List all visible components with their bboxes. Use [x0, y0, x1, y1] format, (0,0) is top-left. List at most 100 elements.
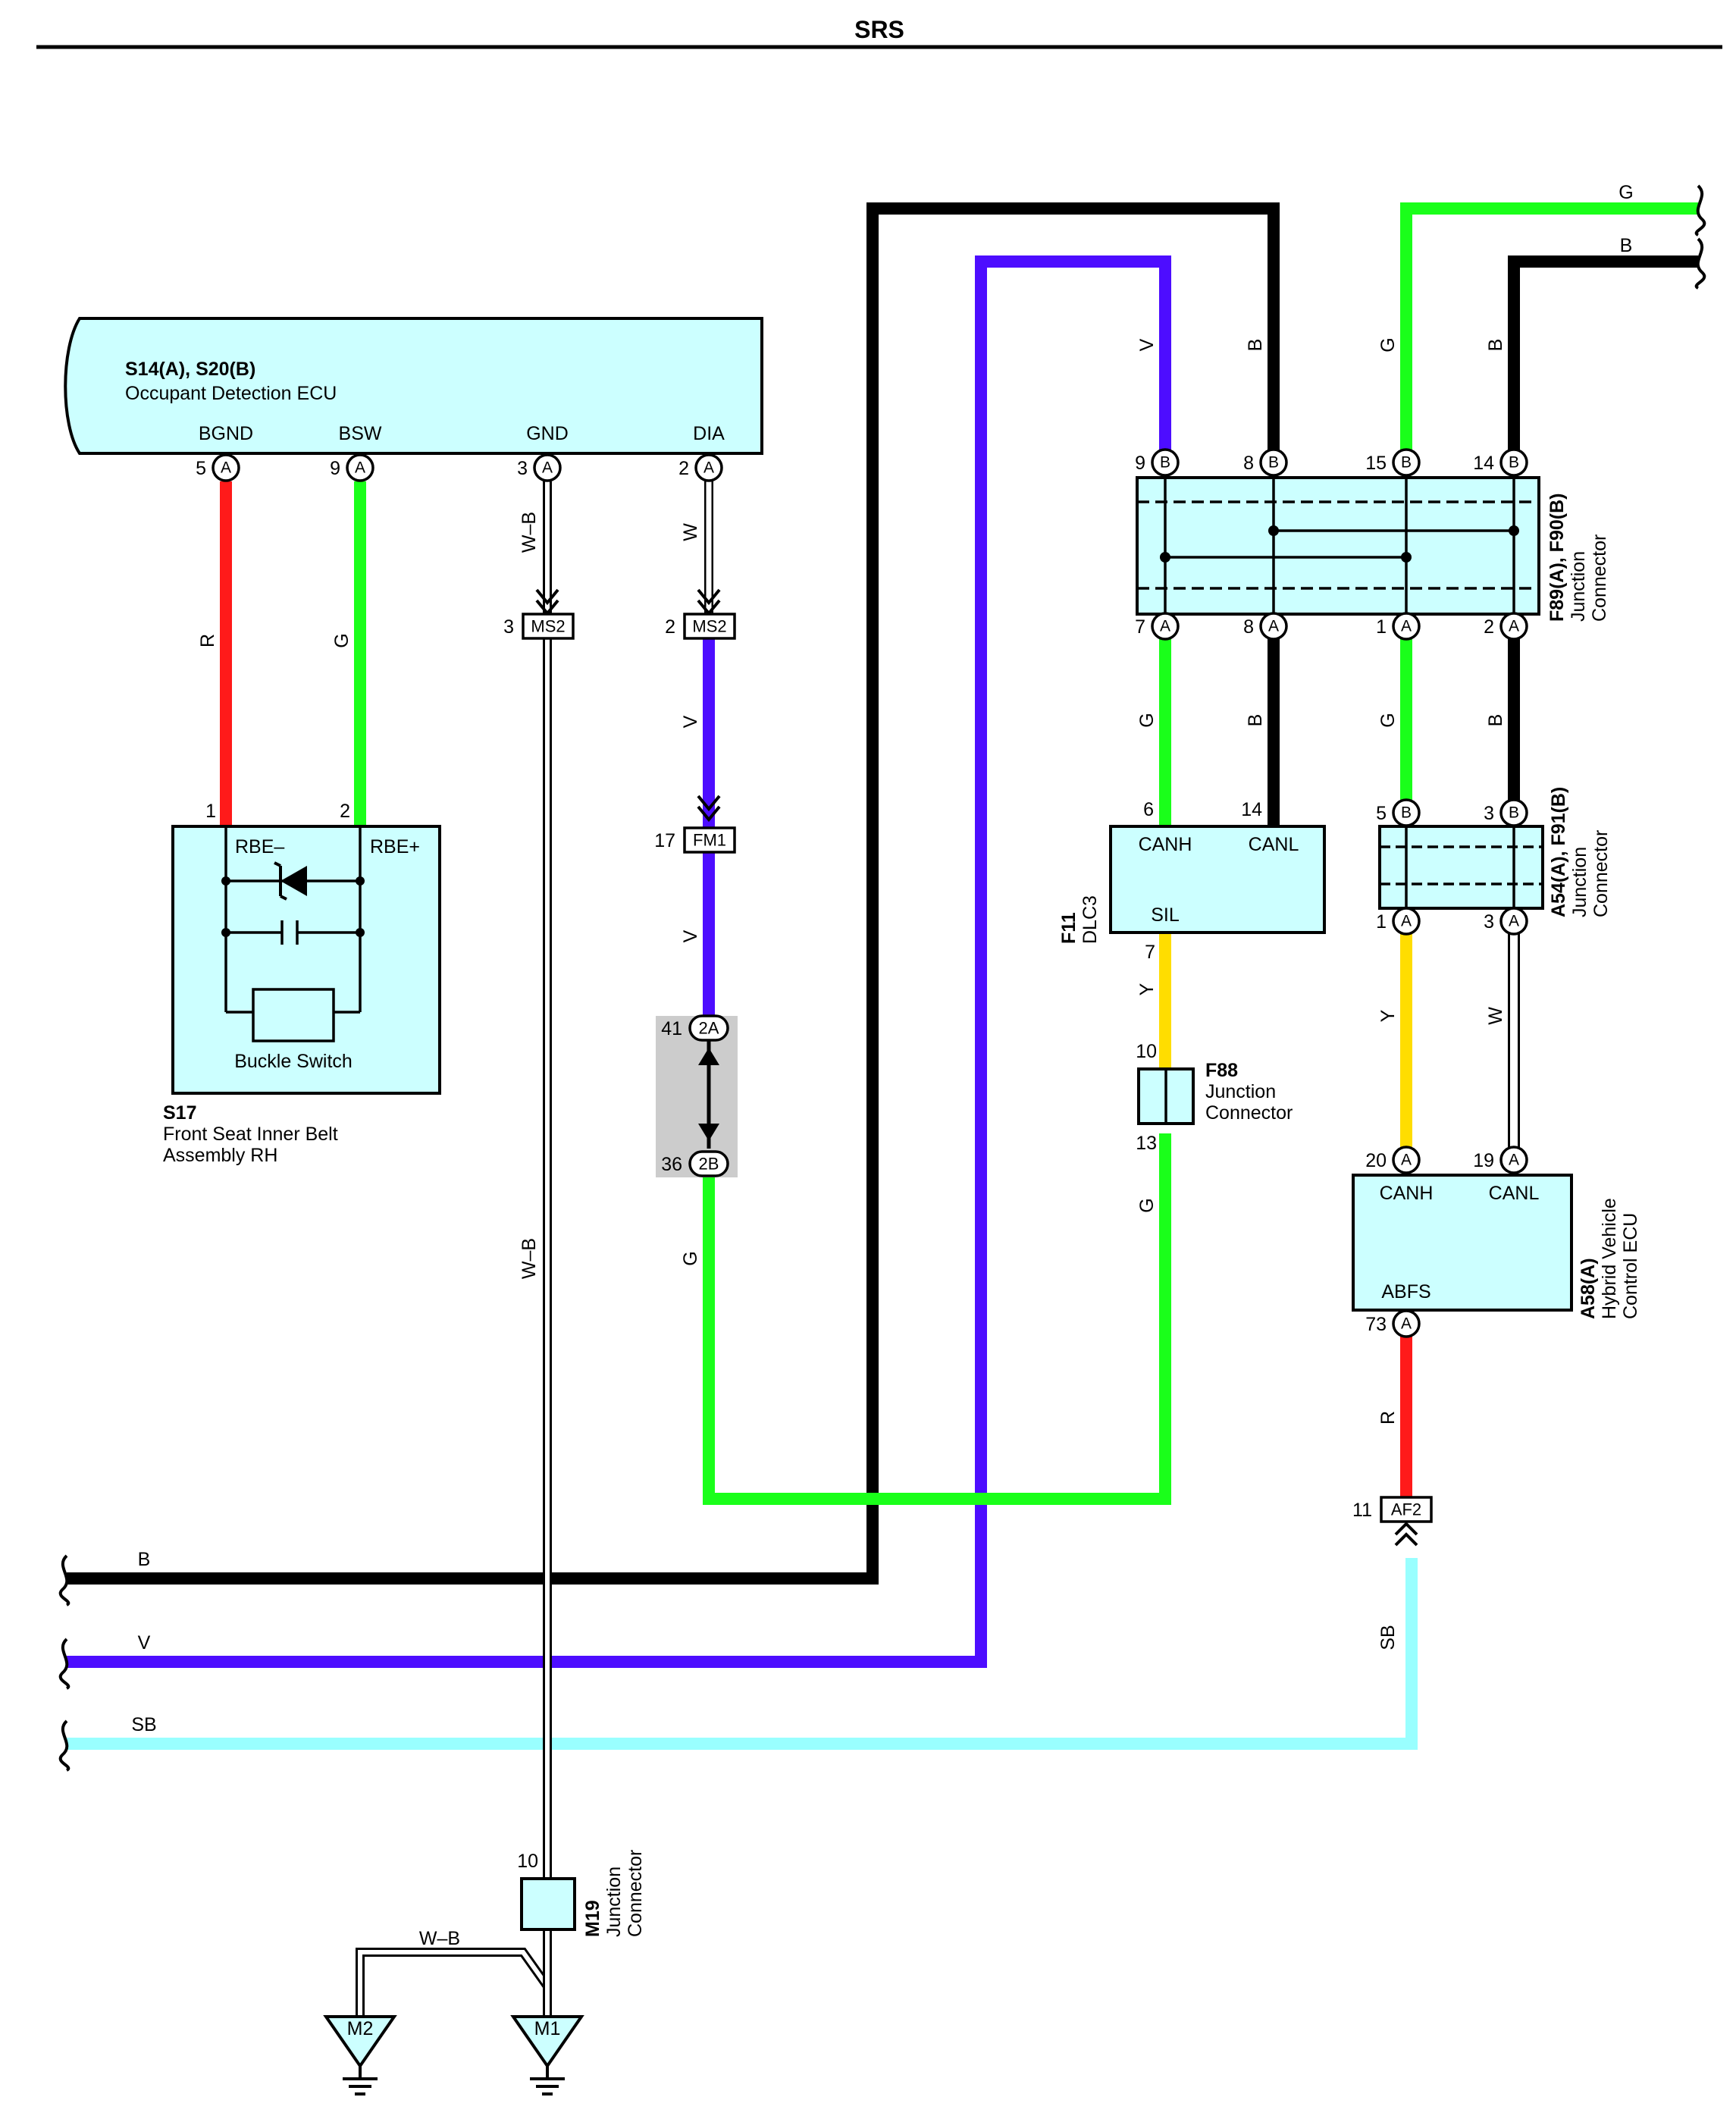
occupant-ecu-code: S14(A), S20(B): [125, 359, 255, 380]
ground-m2: M2: [323, 2015, 397, 2095]
wire-label-abfs-r: R: [1377, 1411, 1399, 1425]
occupant-detection-ecu-box: [64, 317, 763, 455]
splice-2a-2b: 2A 41 2B 36: [656, 1014, 738, 1177]
wire-b-top-right: [1508, 255, 1698, 462]
wire-label-a54-y: Y: [1377, 1009, 1399, 1022]
hybrid-ecu-name-line1: Hybrid Vehicle: [1599, 1198, 1620, 1319]
wire-wb-ground-m2-inner: [358, 1950, 550, 2017]
dlc3-terminal-canh: CANH: [1139, 834, 1192, 855]
occupant-ecu-pin-dia: A 2: [678, 453, 723, 482]
wire-label-f89-out-b2: B: [1485, 714, 1506, 727]
svg-text:A: A: [1509, 1152, 1519, 1169]
occupant-ecu-terminal-dia: DIA: [693, 423, 725, 444]
svg-text:M2: M2: [347, 2018, 374, 2039]
wire-label-v-upper: V: [680, 715, 701, 728]
f89-bottom-pin-8: A 8: [1243, 612, 1288, 641]
wire-label-top-right-b: B: [1620, 235, 1633, 256]
f89-top-pin-15: B 15: [1365, 448, 1421, 477]
svg-text:A: A: [355, 459, 365, 477]
wire-label-f88-g: G: [1136, 1198, 1158, 1212]
svg-text:B: B: [1509, 454, 1519, 472]
svg-text:5: 5: [196, 458, 206, 479]
f89-name-line1: Junction: [1568, 551, 1589, 622]
break-mark-left-sb: [58, 1719, 71, 1772]
belt-pin-1: 1: [205, 801, 216, 822]
a58-pin-20: A 20: [1365, 1146, 1421, 1174]
svg-text:20: 20: [1365, 1150, 1387, 1171]
svg-text:15: 15: [1365, 453, 1387, 474]
wire-wb-ground-m2: [356, 1948, 551, 2017]
svg-text:73: 73: [1365, 1314, 1387, 1335]
buckle-switch-label: Buckle Switch: [234, 1051, 353, 1072]
svg-text:8: 8: [1243, 616, 1254, 638]
hybrid-ecu-terminal-canl: CANL: [1489, 1183, 1540, 1204]
a54-bottom-pin-3: A 3: [1484, 907, 1528, 936]
svg-text:3: 3: [517, 458, 528, 479]
svg-text:7: 7: [1135, 616, 1145, 638]
svg-text:A: A: [542, 459, 553, 477]
svg-text:A: A: [221, 459, 231, 477]
m19-junction-connector-box: [520, 1877, 576, 1931]
svg-text:B: B: [1401, 804, 1412, 822]
occupant-ecu-name: Occupant Detection ECU: [125, 383, 337, 404]
occupant-ecu-pin-bsw: A 9: [330, 453, 374, 482]
inline-connector-af2: AF2 11: [1352, 1496, 1433, 1547]
dlc3-box: [1109, 825, 1326, 934]
m19-name-line2: Connector: [625, 1850, 646, 1937]
wire-label-f89-out-b: B: [1245, 714, 1266, 727]
svg-text:41: 41: [661, 1018, 682, 1039]
svg-text:9: 9: [1135, 453, 1145, 474]
wire-label-left-v: V: [138, 1632, 151, 1654]
f88-name-line2: Connector: [1205, 1102, 1293, 1124]
dlc3-terminal-canl: CANL: [1249, 834, 1299, 855]
break-mark-right-b: [1694, 237, 1706, 290]
hybrid-ecu-terminal-canh: CANH: [1380, 1183, 1434, 1204]
dlc3-pin-6: 6: [1143, 799, 1154, 820]
svg-text:A: A: [703, 459, 714, 477]
belt-name-line2: Assembly RH: [163, 1145, 277, 1166]
belt-terminal-rbe-minus: RBE–: [235, 836, 284, 857]
svg-text:A: A: [1401, 1152, 1412, 1169]
svg-text:A: A: [1268, 618, 1279, 635]
wire-g-loop: [703, 1133, 1171, 1505]
a54-name-line1: Junction: [1569, 847, 1590, 917]
wire-label-dia: W: [680, 523, 701, 541]
wire-label-bgnd: R: [197, 634, 218, 647]
wire-label-left-b: B: [138, 1549, 151, 1570]
wire-label-f89-in-b2: B: [1485, 339, 1506, 352]
occupant-ecu-pin-gnd: A 3: [517, 453, 562, 482]
break-mark-right-g: [1694, 184, 1706, 237]
f89-top-pin-8: B 8: [1243, 448, 1288, 477]
svg-text:A: A: [1509, 618, 1519, 635]
break-mark-left-b: [58, 1554, 71, 1606]
svg-text:2: 2: [678, 458, 689, 479]
f88-pin-13: 13: [1136, 1133, 1157, 1154]
svg-text:5: 5: [1376, 803, 1387, 824]
wire-label-f89-out-g2: G: [1377, 713, 1399, 727]
occupant-ecu-pin-bgnd: A 5: [196, 453, 240, 482]
svg-text:B: B: [1268, 454, 1279, 472]
svg-text:FM1: FM1: [693, 831, 726, 850]
f89-bottom-pin-7: A 7: [1135, 612, 1180, 641]
occupant-ecu-terminal-gnd: GND: [526, 423, 569, 444]
f89-name-line2: Connector: [1589, 534, 1610, 622]
dlc3-terminal-sil: SIL: [1151, 904, 1180, 926]
a54-junction-connector-box: [1378, 825, 1544, 910]
f89-internal-wiring: [1137, 478, 1539, 614]
svg-text:A: A: [1401, 618, 1412, 635]
wire-v-bus: [67, 255, 1171, 1668]
svg-text:3: 3: [1484, 803, 1494, 824]
dlc3-code: F11: [1058, 912, 1080, 944]
a58-pin-19: A 19: [1473, 1146, 1528, 1174]
wire-label-v-lower: V: [680, 929, 701, 942]
wire-label-af2-sb: SB: [1377, 1625, 1399, 1650]
wire-g-top-right: [1400, 202, 1698, 462]
svg-text:2A: 2A: [699, 1019, 719, 1038]
inline-connector-ms2-gnd: MS2 3: [503, 588, 575, 640]
page-title: SRS: [854, 16, 904, 43]
svg-text:M1: M1: [534, 2018, 561, 2039]
svg-text:3: 3: [1484, 911, 1494, 933]
dlc3-pin-7: 7: [1145, 942, 1155, 963]
belt-code: S17: [163, 1102, 196, 1124]
svg-text:17: 17: [654, 830, 675, 851]
